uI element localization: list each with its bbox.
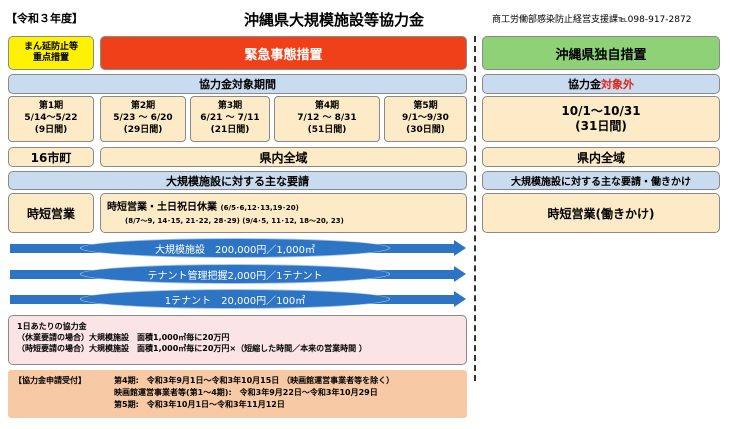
area-16-municipalities: 16市町: [8, 147, 94, 167]
per-day-line2: （時短要請の場合）大規模施設 面積1,000㎡毎に20万円×（短縮した時間／本来…: [17, 344, 367, 353]
application-label: 【協力金申請受付】: [14, 376, 86, 385]
period-1-name: 第1期: [38, 101, 64, 111]
period-4: 第4期 7/12 ～ 8/31 (51日間): [274, 96, 380, 142]
period-1-range: 5/14～5/22: [24, 113, 78, 123]
period-2-name: 第2期: [130, 101, 156, 111]
requirements-label-right: 大規模施設に対する主な要請・働きかけ: [482, 171, 720, 190]
arrow-label-large-facility: 大規模施設 200,000円／1,000㎡: [80, 238, 390, 258]
arrow-large-facility: 大規模施設 200,000円／1,000㎡: [10, 238, 466, 258]
priority-line2: 重点措置: [32, 53, 69, 63]
department-contact: 商工労働部感染防止経営支援課℡098-917-2872: [492, 15, 692, 25]
application-line2: 映画館運営事業者等(第1～4期): 令和3年9月22日～令和3年10月29日: [114, 388, 378, 397]
per-day-box: 1日あたりの協力金 （休業要請の場合）大規模施設 面積1,000㎡毎に20万円 …: [8, 315, 467, 365]
right-period-days: (31日間): [575, 119, 627, 133]
period-5: 第5期 9/1～9/30 (30日間): [384, 96, 467, 142]
period-3-days: (21日間): [210, 125, 250, 135]
period-1: 第1期 5/14～5/22 (9日間): [8, 96, 94, 142]
fiscal-year-label: 【令和３年度】: [6, 12, 83, 25]
area-prefecture-wide-left: 県内全域: [100, 147, 467, 167]
application-line3: 第5期: 令和3年10月1日～令和3年11月12日: [114, 400, 285, 409]
arrow-per-tenant: 1テナント 20,000円／100㎡: [10, 289, 466, 309]
arrow-right-icon: [454, 291, 466, 307]
period-2-days: (29日間): [123, 125, 163, 135]
coop-excluded-label: 協力金対象外: [482, 74, 720, 94]
arrow-right-icon: [454, 240, 466, 256]
okinawa-own-measures-label: 沖縄県独自措置: [482, 36, 720, 70]
emergency-measures-label: 緊急事態措置: [100, 36, 467, 70]
req-long-main: 時短営業・土日祝日休業: [107, 202, 217, 213]
per-day-heading: 1日あたりの協力金: [17, 322, 87, 331]
period-3: 第3期 6/21 ～ 7/11 (21日間): [190, 96, 270, 142]
area-prefecture-wide-right: 県内全域: [482, 147, 720, 167]
period-4-name: 第4期: [314, 101, 340, 111]
period-1-days: (9日間): [34, 125, 68, 135]
period-4-days: (51日間): [307, 125, 347, 135]
req-short-hours-right: 時短営業(働きかけ): [482, 193, 720, 233]
application-box: 【協力金申請受付】 第4期: 令和3年9月1日～令和3年10月15日 （映画館運…: [8, 370, 467, 418]
section-divider: [474, 36, 476, 381]
period-5-range: 9/1～9/30: [402, 113, 449, 123]
arrow-right-icon: [454, 266, 466, 282]
period-5-name: 第5期: [413, 101, 438, 111]
arrow-label-per-tenant: 1テナント 20,000円／100㎡: [80, 289, 390, 309]
period-2-range: 5/23 ～ 6/20: [113, 113, 173, 123]
period-4-range: 7/12 ～ 8/31: [297, 113, 357, 123]
eligible-period-label: 協力金対象期間: [8, 74, 467, 94]
req-short-hours-left: 時短営業: [8, 193, 94, 233]
coop-label: 協力金: [568, 78, 601, 91]
period-2: 第2期 5/23 ～ 6/20 (29日間): [100, 96, 186, 142]
right-period-range: 10/1～10/31: [561, 104, 641, 118]
page-title: 沖縄県大規模施設等協力金: [244, 11, 425, 29]
requirements-label-left: 大規模施設に対する主な要請: [8, 171, 467, 190]
period-5-days: (30日間): [406, 125, 445, 135]
req-long-box: 時短営業・土日祝日休業 (6/5･6,12･13,19･20) (8/7～9, …: [100, 193, 467, 233]
priority-line1: まん延防止等: [23, 42, 78, 52]
arrow-label-tenant-management: テナント管理把握2,000円／1テナント: [80, 264, 390, 284]
req-long-dates1: (6/5･6,12･13,19･20): [220, 204, 299, 212]
priority-measures-label: まん延防止等 重点措置: [8, 36, 94, 70]
right-period: 10/1～10/31 (31日間): [482, 96, 720, 142]
req-long-dates2: (8/7～9, 14･15, 21･22, 28･29) (9/4･5, 11･…: [125, 217, 344, 225]
arrow-tenant-management: テナント管理把握2,000円／1テナント: [10, 264, 466, 284]
application-line1: 第4期: 令和3年9月1日～令和3年10月15日 （映画館運営事業者等を除く）: [114, 376, 395, 385]
coop-excluded: 対象外: [601, 78, 634, 91]
period-3-range: 6/21 ～ 7/11: [200, 113, 260, 123]
per-day-line1: （休業要請の場合）大規模施設 面積1,000㎡毎に20万円: [17, 333, 230, 342]
period-3-name: 第3期: [217, 101, 243, 111]
